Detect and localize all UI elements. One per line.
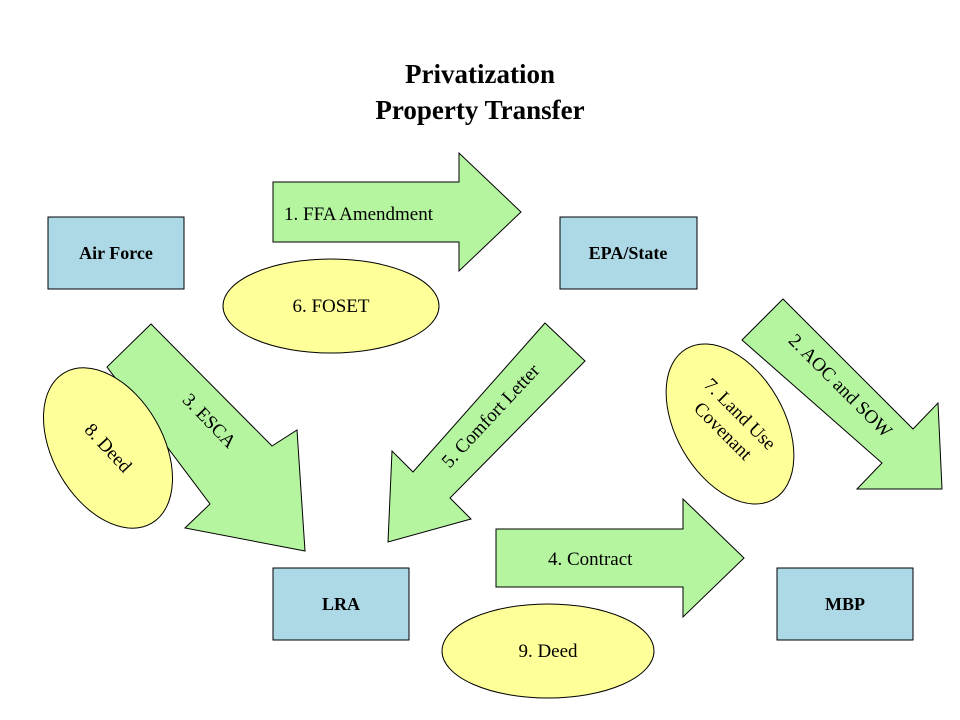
node-lra-label: LRA	[322, 594, 360, 614]
ellipse-deed-left: 8. Deed	[42, 367, 174, 529]
node-epa-state: EPA/State	[559, 216, 698, 290]
arrow-contract-label: 4. Contract	[548, 549, 633, 570]
ellipse-deed-bottom-label: 9. Deed	[518, 641, 578, 662]
diagram-title: Privatization Property Transfer	[0, 56, 960, 128]
node-air-force: Air Force	[47, 216, 185, 290]
ellipse-land-use-covenant: 7. Land Use Covenant	[665, 343, 795, 505]
title-line-2: Property Transfer	[375, 95, 585, 125]
arrow-comfort-letter: 5. Comfort Letter	[387, 322, 586, 543]
arrow-esca: 3. ESCA	[106, 323, 306, 552]
title-line-1: Privatization	[405, 59, 555, 89]
arrow-ffa-amendment: 1. FFA Amendment	[272, 151, 522, 273]
ellipse-deed-bottom: 9. Deed	[441, 603, 655, 699]
node-lra: LRA	[272, 567, 410, 641]
node-mbp-label: MBP	[825, 594, 865, 614]
arrow-contract: 4. Contract	[495, 497, 745, 619]
node-epa-state-label: EPA/State	[589, 243, 668, 263]
arrow-ffa-amendment-label: 1. FFA Amendment	[284, 204, 434, 225]
node-air-force-label: Air Force	[79, 243, 153, 263]
ellipse-foset: 6. FOSET	[222, 258, 440, 354]
ellipse-foset-label: 6. FOSET	[292, 296, 369, 317]
node-mbp: MBP	[776, 567, 914, 641]
